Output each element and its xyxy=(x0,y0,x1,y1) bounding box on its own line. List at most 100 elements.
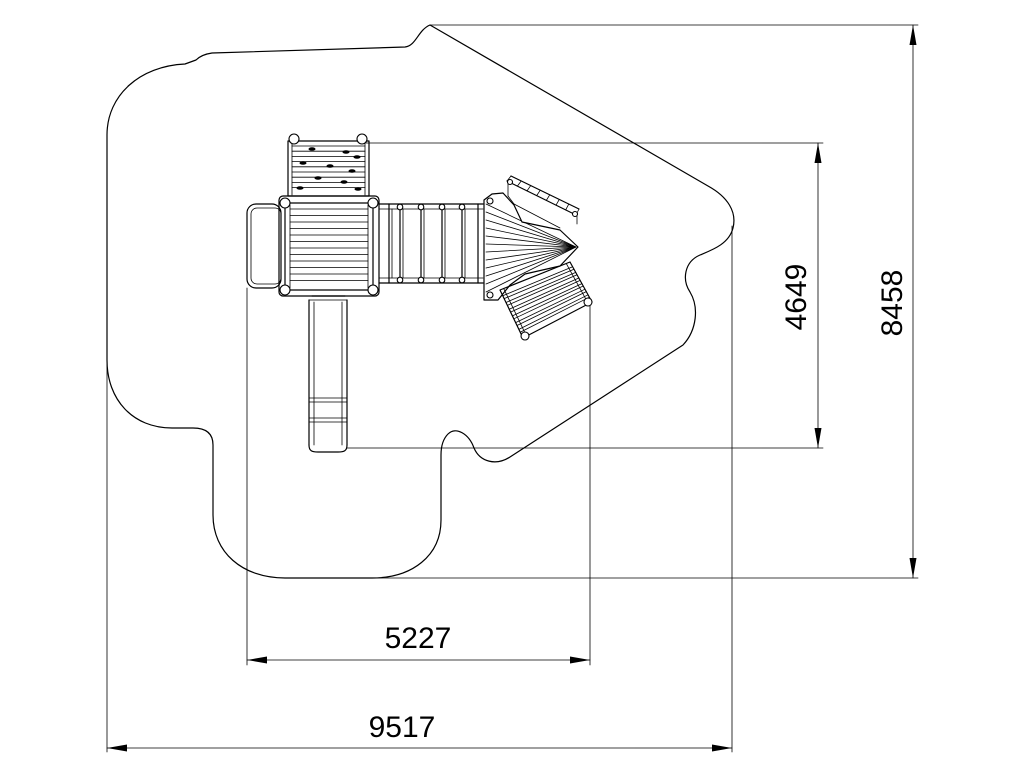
stair-steps xyxy=(502,263,590,337)
climbing-hold xyxy=(326,164,334,168)
arrowhead-top xyxy=(909,25,917,45)
tower-deck-outer xyxy=(278,195,380,297)
turret-roof-boards xyxy=(485,203,577,293)
dimension-structure-width: 5227 xyxy=(246,287,591,666)
climbing-hold xyxy=(314,176,322,180)
deck-slats xyxy=(289,208,369,281)
climbing-hold xyxy=(348,169,356,173)
climbing-wall-slats xyxy=(291,145,366,189)
stair-step xyxy=(513,285,584,320)
structure-depth-label: 4649 xyxy=(780,264,813,331)
railing-slat xyxy=(526,185,532,192)
slide xyxy=(308,295,348,453)
stair-stringer xyxy=(566,263,589,305)
stair-step xyxy=(512,283,583,317)
turret-roof-outline xyxy=(483,192,579,301)
bench-edge xyxy=(513,203,561,229)
stairs-post xyxy=(583,297,593,307)
stairs-post xyxy=(520,331,530,341)
structure-width-label: 5227 xyxy=(385,622,452,655)
climbing-hold xyxy=(296,186,304,190)
railing-back xyxy=(510,175,580,210)
bridge-post xyxy=(417,276,425,284)
roof-board xyxy=(485,246,577,261)
railing-slat xyxy=(516,180,522,187)
turret-post xyxy=(486,197,494,205)
roof-board xyxy=(485,246,577,277)
slide-exit xyxy=(308,444,348,453)
deck-post xyxy=(367,284,379,296)
roof-board xyxy=(485,246,577,269)
bench-edge xyxy=(507,195,515,205)
roof-board xyxy=(485,203,577,248)
bridge-post xyxy=(458,276,466,284)
railing-slats xyxy=(516,180,570,211)
climbing-hold xyxy=(354,187,362,191)
arrowhead-bottom xyxy=(909,558,917,578)
deck-post xyxy=(367,197,379,209)
roof-board xyxy=(485,243,577,248)
arrowhead-right xyxy=(570,656,590,664)
deck-post xyxy=(279,284,291,296)
roof-board xyxy=(485,246,577,253)
turret-post xyxy=(486,291,494,299)
railing xyxy=(506,175,580,229)
arrowhead-left xyxy=(247,656,267,664)
bridge-post xyxy=(396,203,404,211)
roof-board xyxy=(485,219,577,248)
dimension-overall-width: 9517 xyxy=(106,225,733,753)
stair-step xyxy=(503,268,575,300)
stairs xyxy=(499,261,593,341)
stair-step xyxy=(502,266,574,297)
bridge xyxy=(378,203,484,284)
railing-slat xyxy=(565,203,570,211)
climbing-hold xyxy=(308,147,316,151)
stair-step xyxy=(516,291,587,326)
climbing-wall-post-left xyxy=(288,133,300,145)
stair-step xyxy=(505,271,577,303)
overall-depth-label: 8458 xyxy=(876,270,909,337)
railing-post-cap xyxy=(571,210,579,218)
side-panel-outer xyxy=(246,203,282,289)
roof-board xyxy=(485,211,577,248)
climbing-wall-post-right xyxy=(356,133,368,145)
tower-deck xyxy=(278,195,380,297)
side-panel xyxy=(246,203,282,289)
climbing-holds xyxy=(296,147,362,191)
dimension-structure-depth: 4649 xyxy=(346,142,824,449)
stair-step xyxy=(506,274,578,306)
arrowhead-left xyxy=(107,744,127,752)
stair-step xyxy=(519,296,590,333)
arrowhead-top xyxy=(814,143,822,163)
stair-step xyxy=(510,279,581,313)
deck-post xyxy=(279,197,291,209)
stair-stringer xyxy=(503,287,527,337)
climbing-hold xyxy=(353,155,361,159)
turret xyxy=(483,192,579,301)
safety-zone-outline xyxy=(106,24,735,579)
dimension-overall-depth: 8458 xyxy=(371,24,919,579)
roof-board xyxy=(485,246,577,285)
climbing-wall xyxy=(287,133,370,197)
railing-slat xyxy=(545,194,551,201)
tower-deck-inner xyxy=(284,202,374,291)
side-panel-inner xyxy=(250,207,282,285)
overall-width-label: 9517 xyxy=(369,711,436,744)
arrowhead-right xyxy=(712,744,732,752)
stair-step xyxy=(515,288,586,324)
arrowhead-bottom xyxy=(814,428,822,448)
bridge-post xyxy=(438,203,446,211)
bridge-post xyxy=(438,276,446,284)
railing-post-cap xyxy=(506,178,514,186)
climbing-hold xyxy=(342,150,350,154)
railing-slat xyxy=(555,199,560,206)
bridge-post xyxy=(417,203,425,211)
climbing-hold xyxy=(299,161,307,165)
climbing-hold xyxy=(340,180,348,184)
railing-slat xyxy=(536,189,541,197)
play-structure xyxy=(246,133,593,453)
stair-step xyxy=(508,277,580,310)
bridge-post xyxy=(458,203,466,211)
roof-board xyxy=(485,235,577,248)
